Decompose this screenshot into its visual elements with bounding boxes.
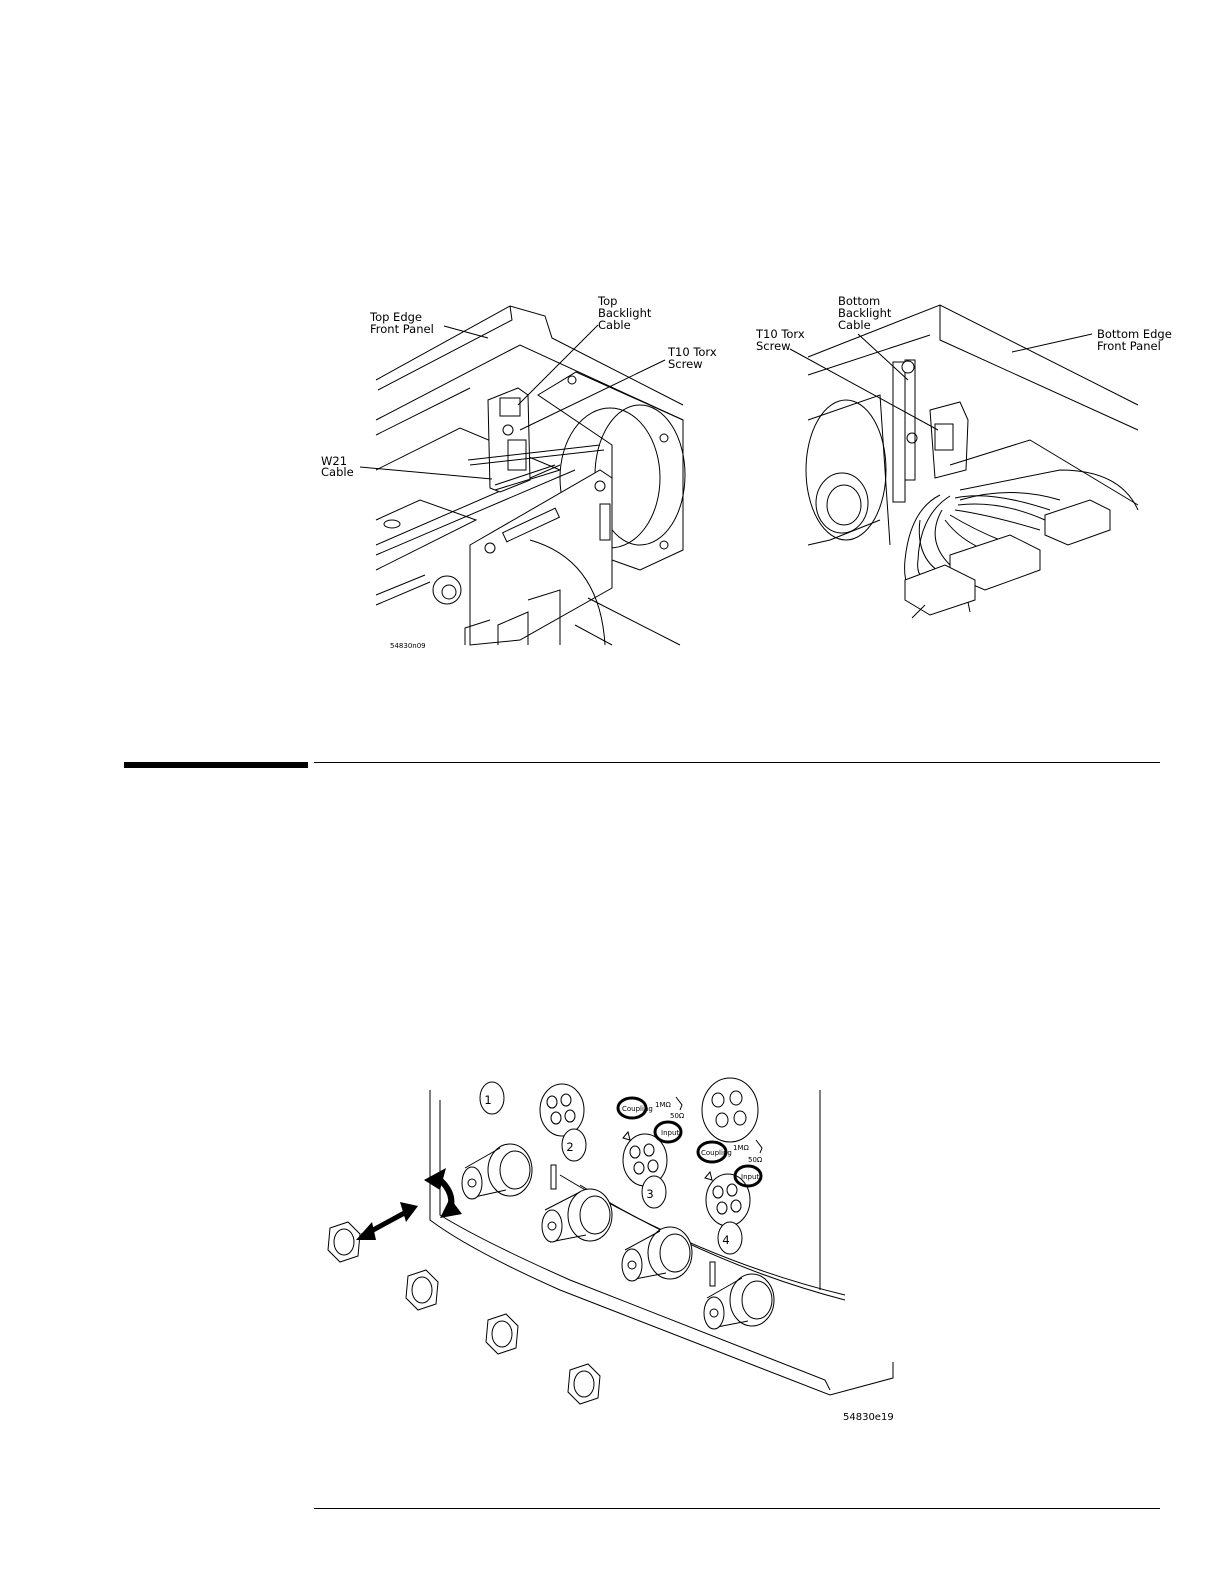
nut-3	[486, 1314, 518, 1354]
label-right-torx-line2: Screw	[756, 339, 791, 353]
knob-3	[702, 1078, 758, 1142]
channel-label-1: 1	[484, 1093, 491, 1107]
double-arrow-icon	[356, 1202, 418, 1240]
bnc-connector-1	[462, 1144, 532, 1199]
impedance-1m-label-2: 1MΩ	[733, 1144, 749, 1152]
input-label-2: Input	[741, 1173, 759, 1181]
figure-id-bottom: 54830e19	[843, 1412, 894, 1423]
bnc-connector-2	[542, 1189, 612, 1242]
label-top-edge-line2: Front Panel	[370, 322, 434, 336]
channel-label-2: 2	[566, 1140, 573, 1154]
label-w21-line2: Cable	[321, 465, 354, 479]
impedance-1m-label-1: 1MΩ	[655, 1101, 671, 1109]
nut-1	[328, 1222, 360, 1262]
impedance-50-label-2: 50Ω	[748, 1156, 763, 1164]
right-panel-illustration	[790, 305, 1138, 618]
label-left-torx-line2: Screw	[668, 357, 703, 371]
figure-id-top: 54830n09	[390, 642, 426, 650]
bnc-connector-3	[622, 1227, 692, 1281]
nut-2	[406, 1270, 438, 1310]
nut-4	[568, 1364, 600, 1404]
front-panel-bnc-illustration	[328, 1078, 893, 1404]
input-label-1: Input	[661, 1129, 679, 1137]
channel-label-3: 3	[646, 1187, 653, 1201]
channel-label-4: 4	[722, 1233, 729, 1247]
label-bottom-backlight-line3: Cable	[838, 318, 871, 332]
coupling-label-2: Coupling	[701, 1149, 732, 1157]
impedance-50-label-1: 50Ω	[670, 1112, 685, 1120]
left-panel-illustration	[360, 306, 685, 645]
label-bottom-edge-line2: Front Panel	[1097, 339, 1161, 353]
coupling-label-1: Coupling	[622, 1105, 653, 1113]
label-top-backlight-line3: Cable	[598, 318, 631, 332]
knob-4	[706, 1174, 750, 1226]
knob-1	[540, 1084, 584, 1136]
